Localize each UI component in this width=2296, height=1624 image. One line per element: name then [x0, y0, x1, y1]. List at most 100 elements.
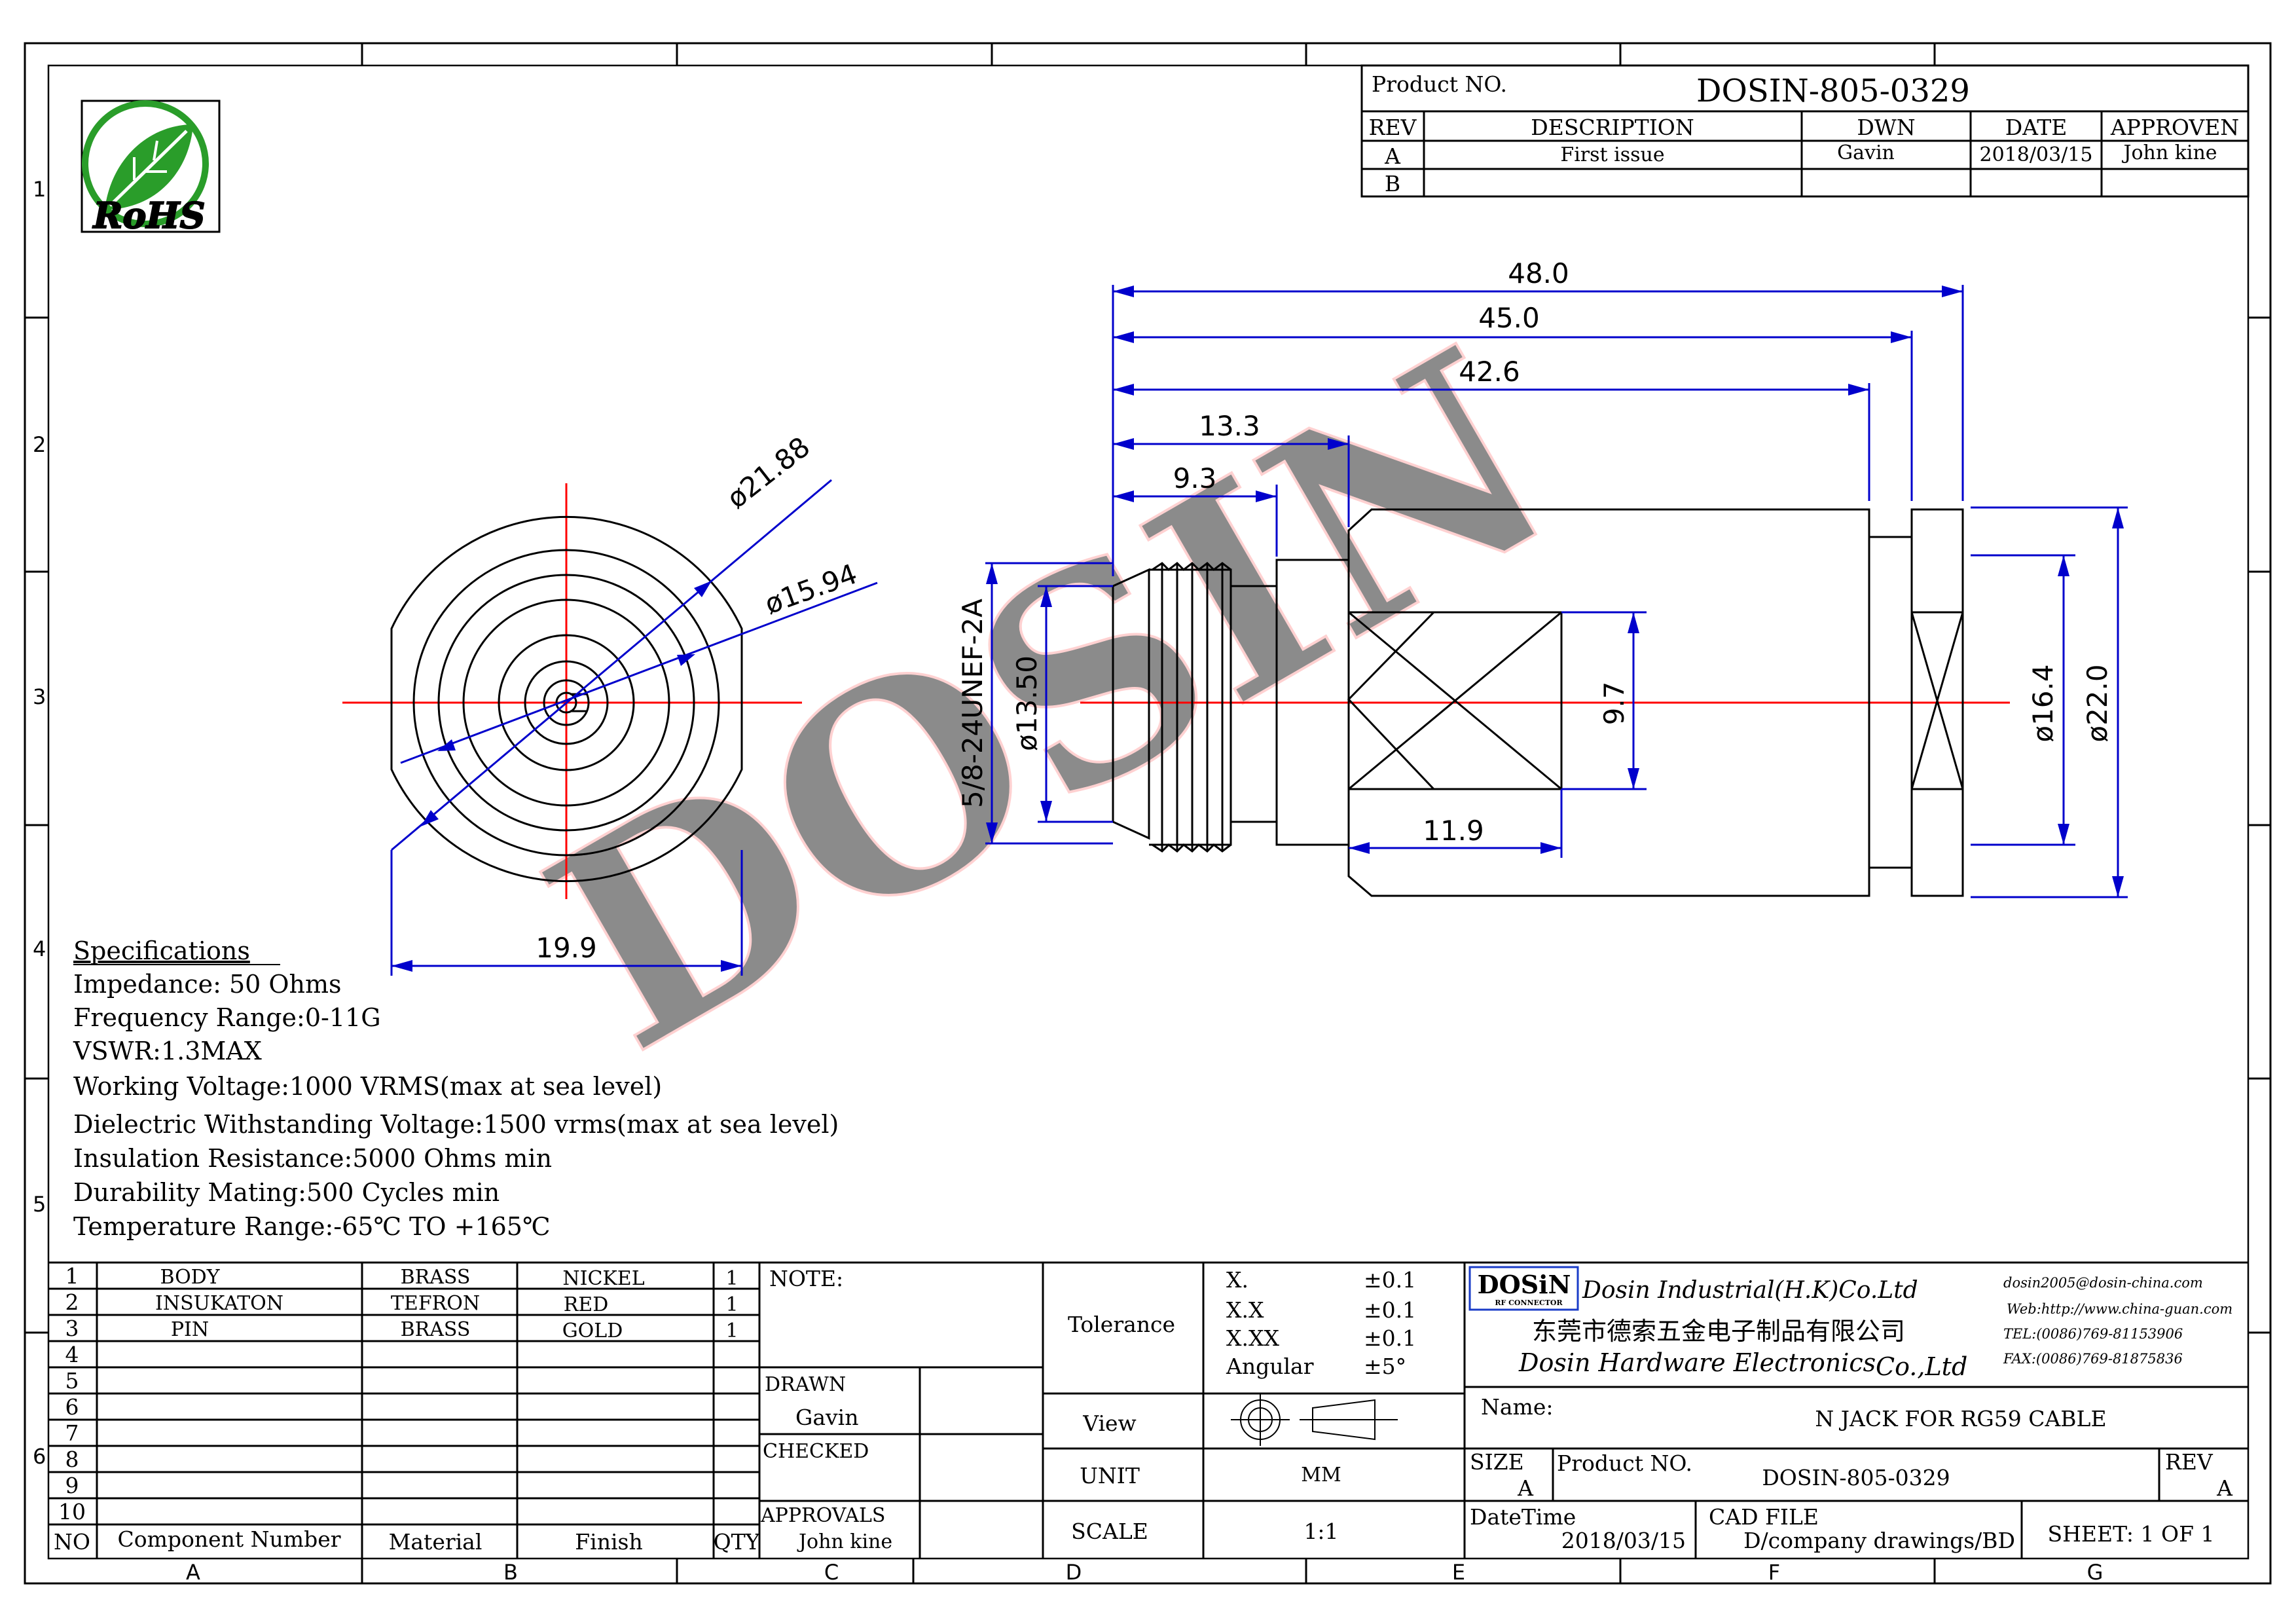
dosin-logo-text: DOSiN: [1478, 1270, 1571, 1299]
dim-hex-flats: 9.7: [1598, 682, 1630, 726]
scale-label: SCALE: [1071, 1519, 1148, 1544]
unit-value: MM: [1301, 1464, 1341, 1486]
name-label: Name:: [1481, 1394, 1554, 1420]
part-name: N JACK FOR RG59 CABLE: [1815, 1406, 2106, 1431]
specifications: Specifications Impedance: 50 Ohms Freque…: [73, 936, 839, 1241]
dim-front-inner: ø15.94: [761, 557, 862, 620]
bom-no-3: 3: [65, 1316, 79, 1341]
tolerance-key-2: X.X: [1226, 1297, 1264, 1323]
spec-durability: Durability Mating:500 Cycles min: [73, 1178, 500, 1207]
tolerance-val-2: ±0.1: [1364, 1297, 1416, 1323]
rev-header: REV: [1369, 115, 1417, 140]
date-row-a: 2018/03/15: [1980, 143, 2093, 166]
bom-no-1: 1: [65, 1263, 79, 1289]
bom-material-3: BRASS: [401, 1318, 471, 1341]
tolerance-val-1: ±0.1: [1364, 1267, 1416, 1293]
zone-row-1: 1: [33, 177, 46, 202]
dwn-row-a: Gavin: [1837, 141, 1895, 164]
dosin-logo-box: [1468, 1266, 1579, 1311]
bom-material-2: TEFRON: [391, 1292, 480, 1315]
zone-col-f: F: [1768, 1560, 1780, 1585]
side-arrowheads: [986, 286, 2124, 897]
dosin-logo-sub: RF CONNECTOR: [1495, 1299, 1563, 1307]
title-block: Name: N JACK FOR RG59 CABLE SIZE A Produ…: [1470, 1394, 2233, 1553]
spec-impedance: Impedance: 50 Ohms: [73, 970, 342, 999]
spec-dielectric: Dielectric Withstanding Voltage:1500 vrm…: [73, 1110, 839, 1139]
bom-no-9: 9: [65, 1473, 79, 1498]
spec-working-voltage: Working Voltage:1000 VRMS(max at sea lev…: [73, 1072, 662, 1101]
dim-dia-13: ø13.50: [1011, 655, 1043, 751]
approven-header: APPROVEN: [2110, 115, 2239, 140]
side-view: 48.0 45.0 42.6 13.3 9.3 5/8-24UNEF-2A ø1…: [957, 257, 2128, 898]
revision-block: Product NO. DOSIN-805-0329 REV DESCRIPTI…: [1360, 64, 2250, 198]
rev-row-b: B: [1385, 171, 1400, 196]
zone-row-4: 4: [33, 936, 46, 961]
bom-no-10: 10: [58, 1499, 86, 1524]
company-email: dosin2005@dosin-china.com: [2003, 1275, 2203, 1291]
size-value: A: [1517, 1475, 1534, 1501]
company-block: DOSiN RF CONNECTOR Dosin Industrial(H.K)…: [1468, 1266, 2232, 1381]
approven-row-a: John kine: [2121, 141, 2217, 164]
tb-rev-label: REV: [2165, 1449, 2214, 1475]
bom-material-1: BRASS: [401, 1266, 471, 1289]
dim-hex-length: 11.9: [1423, 815, 1484, 847]
bom-finish-2: RED: [564, 1293, 609, 1316]
zone-labels: A B C D E F G 1 2 3 4 5 6: [33, 177, 2103, 1585]
scale-value: 1:1: [1303, 1519, 1338, 1544]
company-name-en: Dosin Industrial(H.K)Co.Ltd: [1582, 1277, 1918, 1304]
zone-row-6: 6: [33, 1444, 46, 1469]
unit-label: UNIT: [1080, 1463, 1140, 1488]
tb-product-no: DOSIN-805-0329: [1762, 1465, 1950, 1490]
bom-finish-1: NICKEL: [562, 1267, 644, 1290]
tb-product-no-label: Product NO.: [1557, 1450, 1692, 1476]
description-row-a: First issue: [1560, 143, 1664, 166]
dwn-header: DWN: [1857, 115, 1915, 140]
bom-no-6: 6: [65, 1394, 79, 1420]
dim-front-outer: ø21.88: [721, 430, 816, 514]
zone-col-g: G: [2087, 1560, 2104, 1585]
approvals-label: APPROVALS: [760, 1504, 885, 1527]
rohs-text: RoHS: [92, 194, 206, 236]
bom-table: 1 BODY BRASS NICKEL 1 2 INSUKATON TEFRON…: [54, 1263, 761, 1555]
date-header: DATE: [2005, 115, 2068, 140]
dim-length-42: 42.6: [1459, 356, 1520, 388]
zone-col-c: C: [824, 1560, 839, 1585]
spec-vswr: VSWR:1.3MAX: [73, 1037, 262, 1065]
zone-row-2: 2: [33, 432, 46, 457]
watermark-text: DOSIN: [500, 287, 1601, 1114]
title-block-grid: [48, 1261, 2248, 1559]
rohs-circle-icon: [82, 100, 209, 227]
dim-dia-22: ø22.0: [2081, 664, 2113, 742]
company-name-hw: Dosin Hardware Electronics: [1518, 1348, 1876, 1377]
bom-no-4: 4: [65, 1342, 79, 1367]
company-tel: TEL:(0086)769-81153906: [2003, 1326, 2183, 1342]
specifications-title: Specifications: [73, 936, 250, 965]
bom-qty-1: 1: [725, 1267, 738, 1290]
tolerance-label: Tolerance: [1068, 1312, 1175, 1337]
bom-no-2: 2: [65, 1289, 79, 1315]
bom-header-qty: QTY: [714, 1529, 761, 1555]
zone-col-e: E: [1452, 1560, 1465, 1585]
company-name-hw-suffix: Co.,Ltd: [1876, 1352, 1967, 1381]
watermark: DOSIN: [498, 286, 1603, 1115]
checked-label: CHECKED: [763, 1440, 869, 1463]
bom-finish-3: GOLD: [562, 1320, 623, 1342]
side-profile: [1112, 508, 1964, 897]
zone-row-3: 3: [33, 684, 46, 709]
datetime-value: 2018/03/15: [1561, 1528, 1686, 1553]
front-profile: [390, 515, 743, 883]
bom-component-1: BODY: [160, 1266, 220, 1289]
bom-header-component: Component Number: [117, 1526, 340, 1552]
datetime-label: DateTime: [1470, 1504, 1576, 1530]
company-name-cn: 东莞市德索五金电子制品有限公司: [1532, 1317, 1905, 1346]
bom-component-3: PIN: [171, 1318, 209, 1341]
bom-no-5: 5: [65, 1368, 79, 1393]
spec-temperature: Temperature Range:-65℃ TO +165℃: [73, 1212, 551, 1241]
dim-length-9: 9.3: [1173, 462, 1217, 494]
rohs-logo: RoHS: [81, 100, 221, 237]
company-fax: FAX:(0086)769-81875836: [2003, 1351, 2183, 1367]
tb-rev-value: A: [2216, 1475, 2233, 1501]
zone-col-a: A: [186, 1560, 200, 1585]
spec-insulation: Insulation Resistance:5000 Ohms min: [73, 1144, 552, 1173]
